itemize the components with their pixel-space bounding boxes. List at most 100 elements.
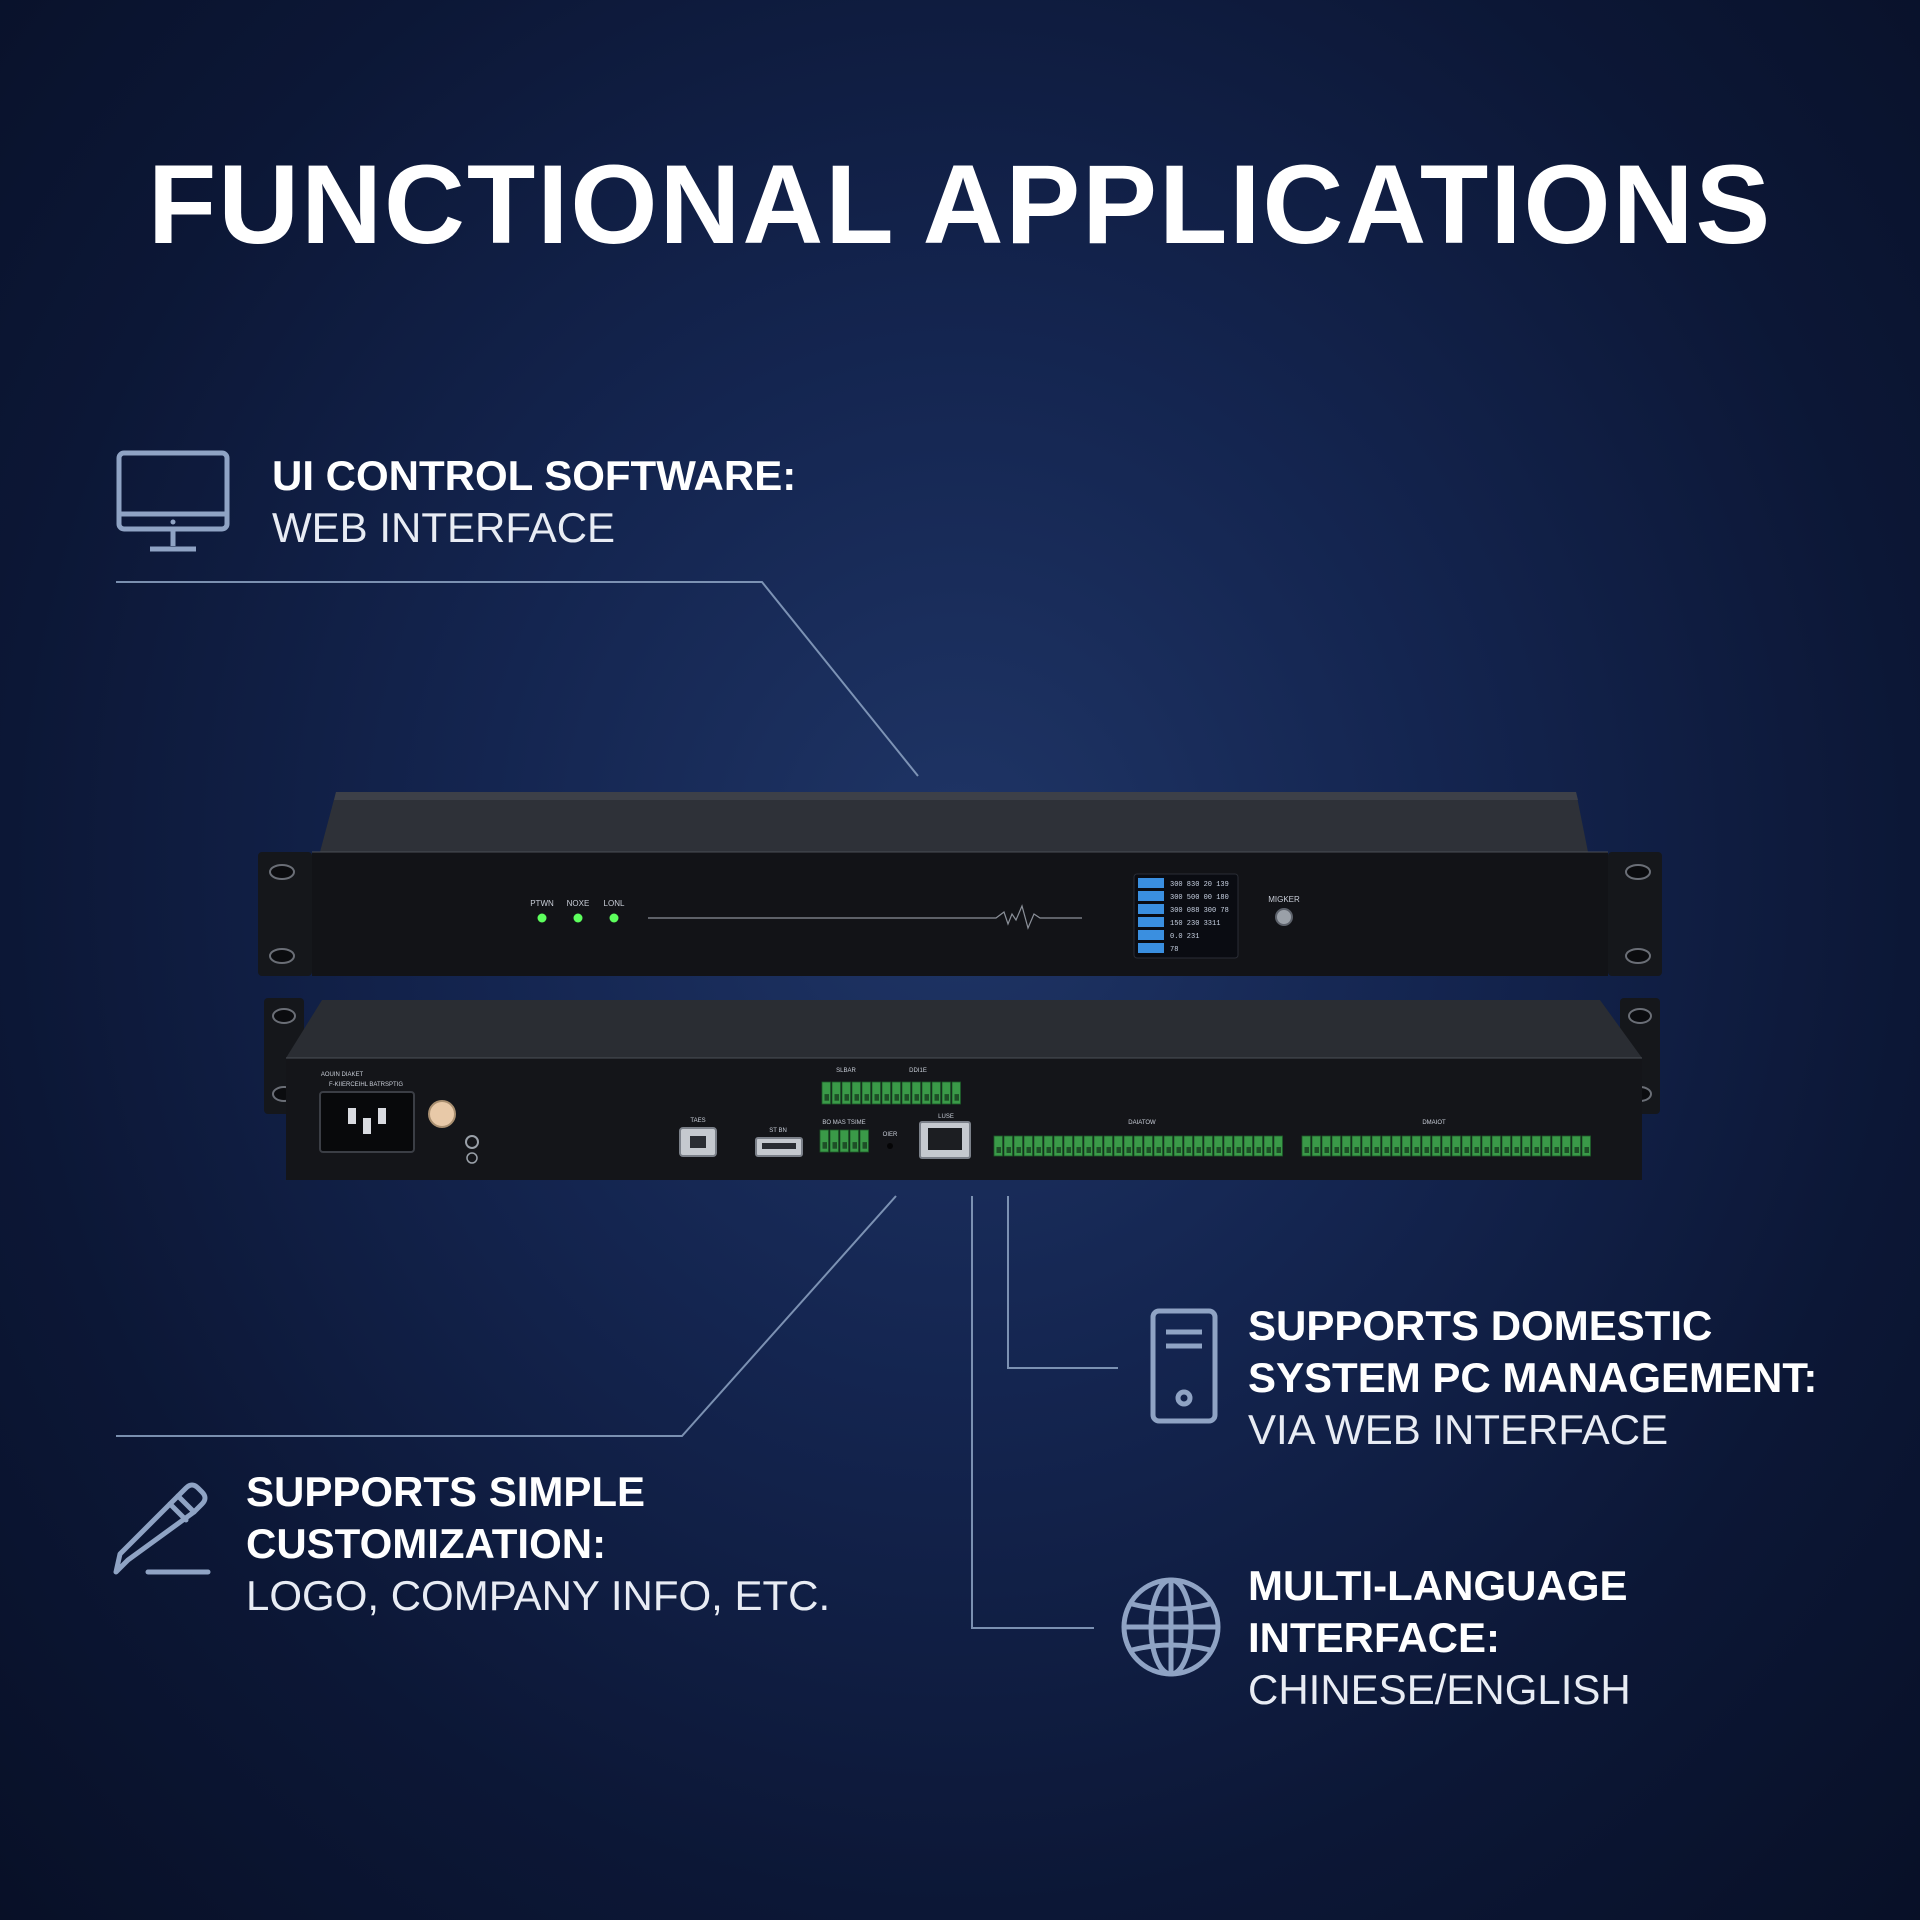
connector-line-multilang <box>971 1196 1094 1629</box>
terminal-pin <box>1213 1135 1223 1157</box>
reset-label: OIER <box>883 1132 898 1138</box>
terminal-screw <box>1504 1147 1509 1153</box>
terminal-pin <box>1203 1135 1213 1157</box>
terminal-screw <box>1404 1147 1409 1153</box>
lcd-line: 300 830 20 139 <box>1170 881 1229 889</box>
terminal-screw <box>1196 1147 1201 1153</box>
terminal-screw <box>1314 1147 1319 1153</box>
terminal-screw <box>1304 1147 1309 1153</box>
feature-heading: UI CONTROL SOFTWARE: <box>272 452 797 499</box>
terminal-label: BO MAS TSIME <box>822 1120 865 1126</box>
terminal-screw <box>822 1142 827 1149</box>
terminal-pin <box>1511 1135 1521 1157</box>
monitor-icon <box>116 450 230 552</box>
terminal-pin <box>839 1129 849 1153</box>
terminal-pin <box>1023 1135 1033 1157</box>
feature-heading-line-2: CUSTOMIZATION: <box>246 1520 607 1567</box>
terminal-label: SLBAR <box>836 1068 856 1074</box>
status-led <box>537 913 547 923</box>
terminal-screw <box>1096 1147 1101 1153</box>
terminal-screw <box>1564 1147 1569 1153</box>
terminal-pin <box>1093 1135 1103 1157</box>
terminal-screw <box>844 1094 849 1101</box>
terminal-pin <box>1013 1135 1023 1157</box>
terminal-pin <box>1381 1135 1391 1157</box>
terminal-screw <box>944 1094 949 1101</box>
terminal-screw <box>1444 1147 1449 1153</box>
lcd-line: 150 230 3311 <box>1170 920 1220 928</box>
terminal-pin <box>1311 1135 1321 1157</box>
feature-heading-line-2: INTERFACE: <box>1248 1614 1500 1661</box>
terminal-screw <box>1246 1147 1251 1153</box>
led-label: PTWN <box>530 899 554 908</box>
terminal-pin <box>1531 1135 1541 1157</box>
terminal-screw <box>924 1094 929 1101</box>
terminal-pin <box>1341 1135 1351 1157</box>
terminal-pin <box>911 1081 921 1105</box>
page-title: FUNCTIONAL APPLICATIONS <box>147 142 1773 267</box>
terminal-screw <box>934 1094 939 1101</box>
terminal-screw <box>874 1094 879 1101</box>
pc-tower-icon <box>1150 1308 1218 1424</box>
power-label: AOUIN DIAKET <box>321 1072 364 1078</box>
terminal-screw <box>1226 1147 1231 1153</box>
fuse-holder <box>428 1100 456 1128</box>
feature-customization: SUPPORTS SIMPLE CUSTOMIZATION: LOGO, COM… <box>108 1466 830 1626</box>
terminal-pin <box>819 1129 829 1153</box>
terminal-pin <box>1351 1135 1361 1157</box>
terminal-block <box>819 1129 869 1153</box>
terminal-screw <box>1076 1147 1081 1153</box>
lan-label: LUSE <box>938 1114 954 1120</box>
terminal-screw <box>1464 1147 1469 1153</box>
terminal-pin <box>1431 1135 1441 1157</box>
terminal-screw <box>1344 1147 1349 1153</box>
terminal-label: DDI1E <box>909 1068 927 1074</box>
terminal-pin <box>1233 1135 1243 1157</box>
terminal-pin <box>1253 1135 1263 1157</box>
terminal-pin <box>1371 1135 1381 1157</box>
terminal-pin <box>1561 1135 1571 1157</box>
terminal-screw <box>1086 1147 1091 1153</box>
terminal-pin <box>1003 1135 1013 1157</box>
terminal-screw <box>1176 1147 1181 1153</box>
lcd-line: 300 500 00 180 <box>1170 894 1229 902</box>
terminal-screw <box>914 1094 919 1101</box>
terminal-screw <box>1056 1147 1061 1153</box>
terminal-screw <box>1524 1147 1529 1153</box>
terminal-pin <box>1133 1135 1143 1157</box>
terminal-pin <box>921 1081 931 1105</box>
terminal-pin <box>1581 1135 1591 1157</box>
terminal-screw <box>1166 1147 1171 1153</box>
lcd-line: 78 <box>1170 946 1178 954</box>
feature-multilang: MULTI-LANGUAGE INTERFACE: CHINESE/ENGLIS… <box>1120 1560 1840 1720</box>
terminal-pin <box>1083 1135 1093 1157</box>
terminal-screw <box>1006 1147 1011 1153</box>
terminal-screw <box>1106 1147 1111 1153</box>
terminal-pin <box>1263 1135 1273 1157</box>
terminal-screw <box>1384 1147 1389 1153</box>
terminal-pin <box>1471 1135 1481 1157</box>
terminal-pin <box>821 1081 831 1105</box>
feature-domestic-pc: SUPPORTS DOMESTIC SYSTEM PC MANAGEMENT: … <box>1150 1300 1850 1460</box>
terminal-screw <box>954 1094 959 1101</box>
terminal-screw <box>1424 1147 1429 1153</box>
terminal-pin <box>1501 1135 1511 1157</box>
terminal-pin <box>1491 1135 1501 1157</box>
terminal-pin <box>1223 1135 1233 1157</box>
terminal-pin <box>891 1081 901 1105</box>
terminal-screw <box>1414 1147 1419 1153</box>
terminal-pin <box>1123 1135 1133 1157</box>
terminal-screw <box>1364 1147 1369 1153</box>
terminal-pin <box>1321 1135 1331 1157</box>
terminal-screw <box>1016 1147 1021 1153</box>
terminal-pin <box>851 1081 861 1105</box>
terminal-screw <box>1494 1147 1499 1153</box>
terminal-pin <box>1461 1135 1471 1157</box>
waveform-line <box>648 904 1082 930</box>
terminal-pin <box>931 1081 941 1105</box>
terminal-screw <box>1574 1147 1579 1153</box>
terminal-screw <box>1216 1147 1221 1153</box>
terminal-pin <box>861 1081 871 1105</box>
terminal-screw <box>854 1094 859 1101</box>
